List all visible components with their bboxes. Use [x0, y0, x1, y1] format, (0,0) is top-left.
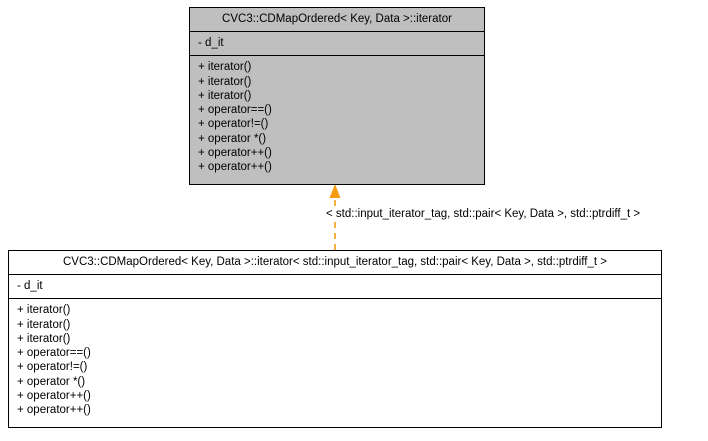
class-operations-base: + iterator() + iterator() + iterator() +… — [190, 56, 484, 184]
class-attributes-derived: - d_it — [9, 275, 661, 300]
operation-row: + operator!=() — [198, 118, 269, 131]
operation-row: + operator!=() — [17, 361, 88, 374]
class-operations-derived: + iterator() + iterator() + iterator() +… — [9, 299, 661, 427]
operation-row: + operator++() — [17, 390, 91, 403]
operation-row: + operator++() — [198, 161, 272, 174]
class-name-derived: CVC3::CDMapOrdered< Key, Data >::iterato… — [9, 251, 661, 275]
class-attributes-base: - d_it — [190, 32, 484, 57]
operation-row: + iterator() — [17, 332, 71, 345]
attribute-row: - d_it — [198, 37, 224, 49]
operation-row: + iterator() — [17, 304, 71, 317]
operation-row: + operator++() — [198, 147, 272, 160]
dependency-arrowhead-icon — [329, 184, 341, 198]
operation-row: + iterator() — [17, 318, 71, 331]
operation-row: + operator++() — [17, 404, 91, 417]
operation-row: + operator *() — [17, 375, 86, 388]
class-box-base[interactable]: CVC3::CDMapOrdered< Key, Data >::iterato… — [189, 7, 485, 185]
operation-row: + iterator() — [198, 75, 252, 88]
class-box-derived[interactable]: CVC3::CDMapOrdered< Key, Data >::iterato… — [8, 250, 662, 428]
operation-row: + operator==() — [17, 347, 91, 360]
attribute-row: - d_it — [17, 280, 43, 292]
operation-row: + iterator() — [198, 89, 252, 102]
class-name-base: CVC3::CDMapOrdered< Key, Data >::iterato… — [190, 8, 484, 32]
operation-row: + operator *() — [198, 132, 267, 145]
dependency-edge-label: < std::input_iterator_tag, std::pair< Ke… — [325, 208, 642, 221]
operation-row: + iterator() — [198, 61, 252, 74]
operation-row: + operator==() — [198, 104, 272, 117]
